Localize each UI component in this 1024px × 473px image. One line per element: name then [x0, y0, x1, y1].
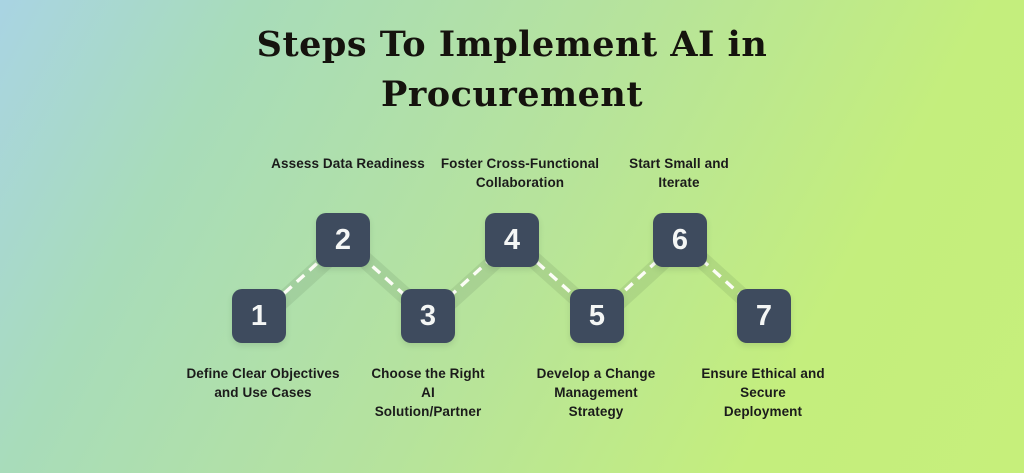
- step-box-6: 6: [653, 213, 707, 267]
- step-number-7: 7: [755, 299, 773, 332]
- step-number-2: 2: [334, 223, 352, 256]
- step-label-1: Define Clear Objectives and Use Cases: [186, 366, 340, 400]
- step-number-6: 6: [671, 223, 689, 256]
- step-label-7: Ensure Ethical and Secure Deployment: [701, 366, 825, 419]
- step-number-3: 3: [419, 299, 437, 332]
- step-number-1: 1: [250, 299, 268, 332]
- step-number-4: 4: [503, 223, 521, 256]
- step-label-6: Start Small and Iterate: [629, 156, 729, 190]
- page-title: Steps To Implement AI in Procurement: [0, 20, 1024, 120]
- step-box-2: 2: [316, 213, 370, 267]
- page-title-line1: Steps To Implement AI in: [256, 24, 768, 65]
- step-label-4: Foster Cross-Functional Collaboration: [440, 156, 600, 190]
- step-label-5: Develop a Change Management Strategy: [536, 366, 656, 419]
- step-box-1: 1: [232, 289, 286, 343]
- step-label-3: Choose the Right AI Solution/Partner: [371, 366, 485, 419]
- step-label-2: Assess Data Readiness: [271, 156, 425, 171]
- step-box-4: 4: [485, 213, 539, 267]
- step-box-3: 3: [401, 289, 455, 343]
- step-number-5: 5: [588, 299, 606, 332]
- page-title-line2: Procurement: [381, 74, 643, 115]
- step-box-5: 5: [570, 289, 624, 343]
- step-box-7: 7: [737, 289, 791, 343]
